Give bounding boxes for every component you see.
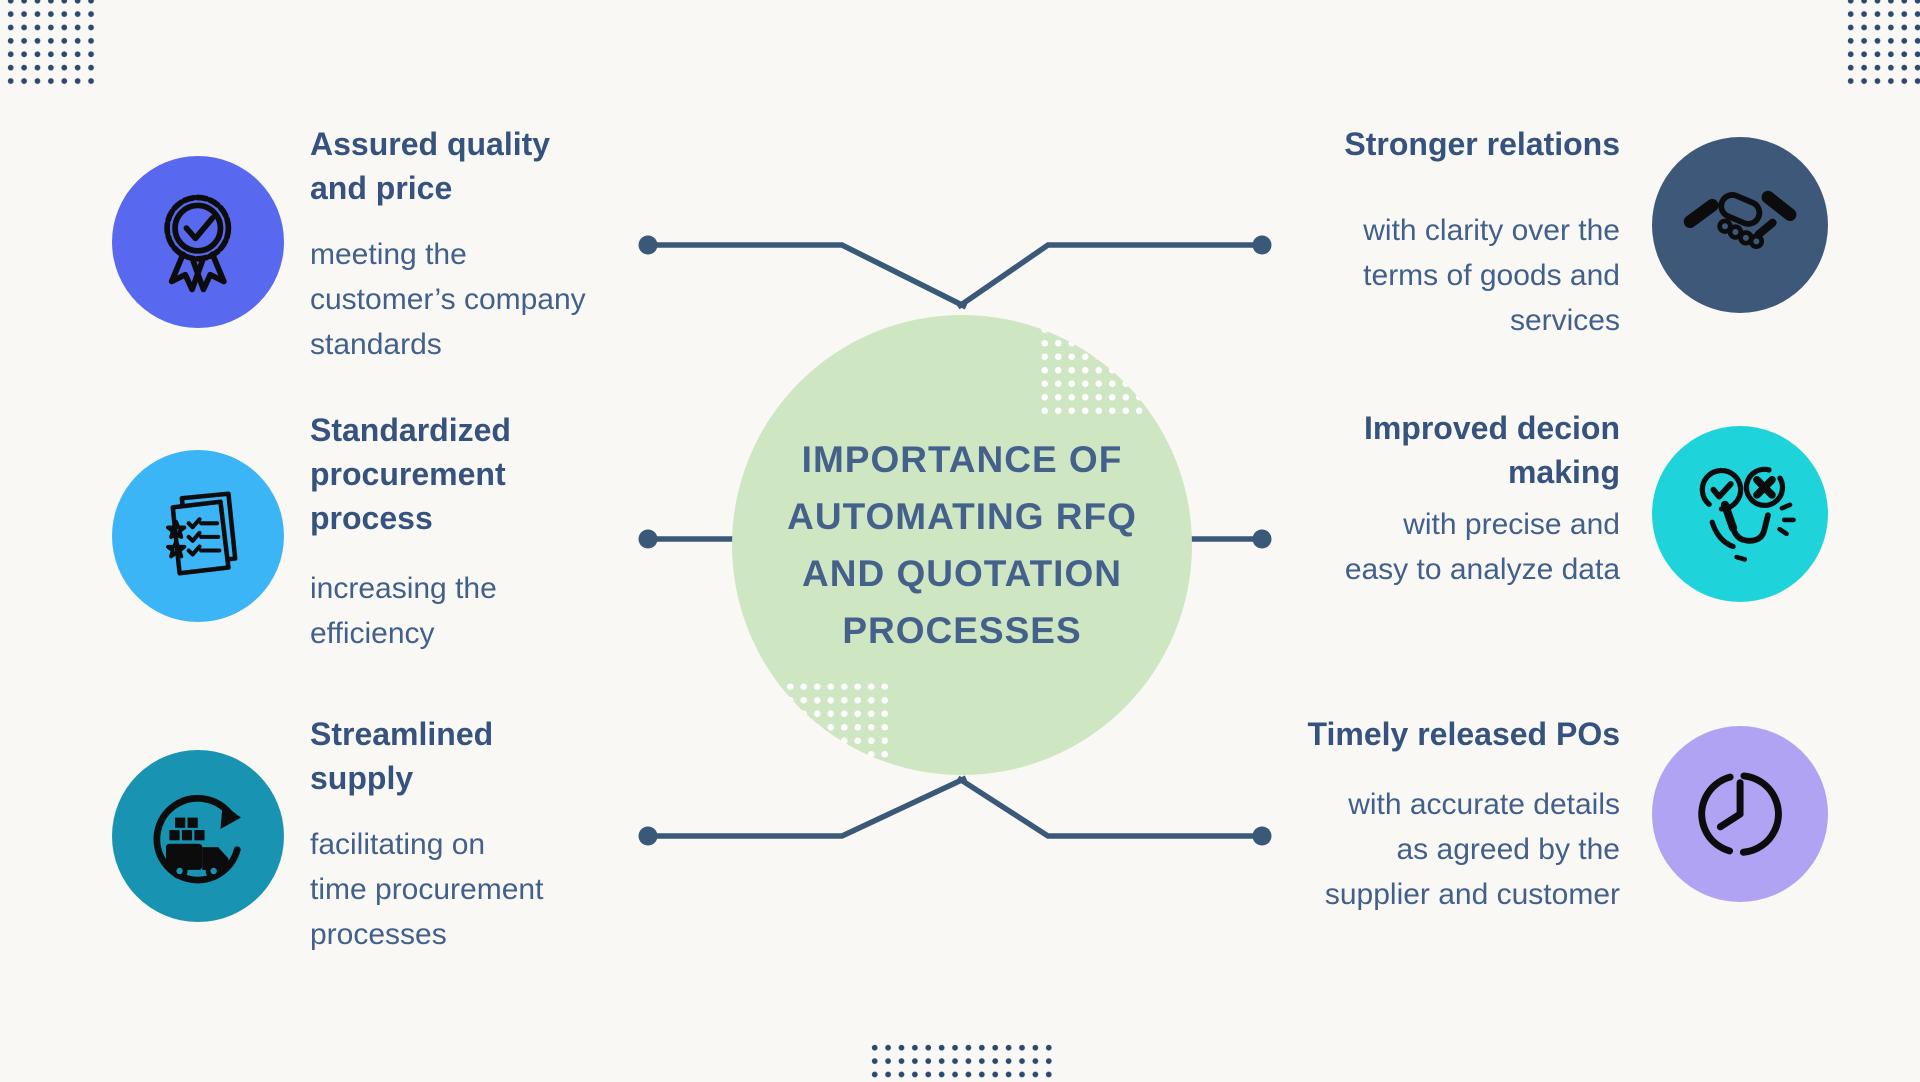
item-description: with accurate details as agreed by the s… [1324, 788, 1620, 911]
corner-dots-top-right [1844, 0, 1920, 86]
checklist-icon [112, 450, 284, 622]
item-heading: Standardized procurement process [310, 412, 511, 536]
connector-bottom-right [956, 775, 1262, 839]
list-item-timely-released-pos: Timely released POs with accurate detail… [1268, 712, 1620, 917]
page-title: IMPORTANCE OF AUTOMATING RFQ AND QUOTATI… [787, 439, 1137, 651]
connector-bottom-left [648, 775, 968, 839]
connector-dot [638, 826, 658, 846]
connector-dot [1252, 235, 1272, 255]
connector-dot [638, 529, 658, 549]
connector-dot [638, 235, 658, 255]
connector-dot [1252, 529, 1272, 549]
item-heading: Stronger relations [1344, 126, 1620, 162]
delivery-truck-cycle-icon [112, 750, 284, 922]
item-description: with precise and easy to analyze data [1344, 508, 1620, 586]
item-description: meeting the customer’s company standards [310, 238, 586, 361]
item-description: with clarity over the terms of goods and… [1363, 214, 1620, 337]
corner-dots-top-left [4, 0, 96, 86]
item-heading: Improved decion making [1363, 410, 1620, 490]
white-dots-decoration [770, 680, 892, 760]
item-heading: Timely released POs [1307, 716, 1620, 752]
item-description: facilitating on time procurement process… [310, 828, 544, 951]
item-heading: Streamlined supply [310, 716, 494, 796]
connector-top-left [648, 242, 968, 310]
item-heading: Assured quality and price [310, 126, 551, 206]
decision-choice-icon [1652, 426, 1828, 602]
bottom-center-dots [868, 1041, 1054, 1082]
clock-icon [1652, 726, 1828, 902]
item-description: increasing the efficiency [310, 572, 497, 650]
center-circle: IMPORTANCE OF AUTOMATING RFQ AND QUOTATI… [732, 315, 1192, 775]
list-item-stronger-relations: Stronger relations with clarity over the… [1280, 122, 1620, 343]
connector-top-right [956, 242, 1262, 310]
list-item-improved-decision-making: Improved decion making with precise and … [1280, 406, 1620, 592]
award-ribbon-icon [112, 156, 284, 328]
handshake-icon [1652, 137, 1828, 313]
list-item-standardized-procurement: Standardized procurement process increas… [310, 408, 640, 656]
list-item-streamlined-supply: Streamlined supply facilitating on time … [310, 712, 640, 957]
list-item-assured-quality: Assured quality and price meeting the cu… [310, 122, 640, 367]
connector-dot [1252, 826, 1272, 846]
white-dots-decoration [1038, 323, 1142, 421]
